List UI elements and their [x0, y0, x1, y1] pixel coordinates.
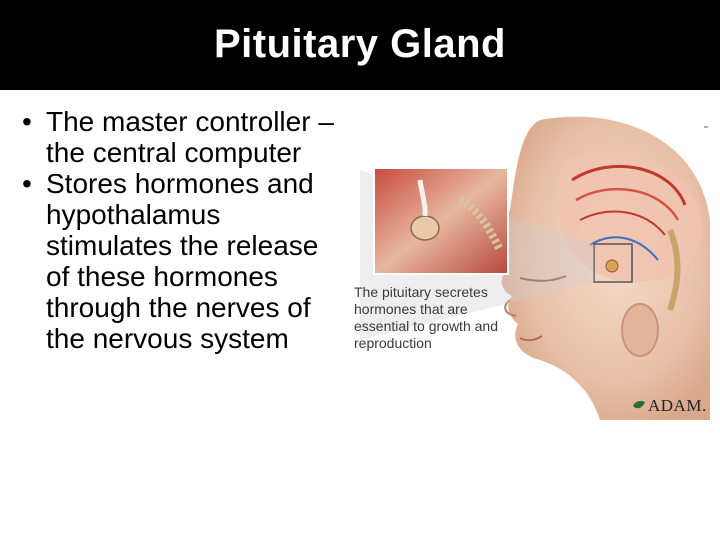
adam-leaf-icon: [633, 401, 645, 409]
bullet-icon: •: [22, 106, 32, 137]
figure-caption: The pituitary secretes hormones that are…: [354, 284, 498, 351]
bullet-item: • The master controller – the central co…: [22, 106, 362, 168]
bullet-text: The master controller – the central comp…: [46, 106, 334, 168]
bullet-list: • The master controller – the central co…: [22, 106, 362, 354]
bullet-item: • Stores hormones and hypothalamus stimu…: [22, 168, 362, 354]
slide-title: Pituitary Gland: [214, 21, 506, 66]
infant-head-illustration: [360, 116, 710, 420]
logo-text: ADAM.: [648, 396, 707, 415]
bullet-text: Stores hormones and hypothalamus stimula…: [46, 168, 319, 354]
title-bar: Pituitary Gland: [0, 0, 720, 90]
adam-logo: ADAM.: [632, 396, 707, 416]
brain-detail-inset: [373, 167, 509, 275]
bullet-icon: •: [22, 168, 32, 199]
